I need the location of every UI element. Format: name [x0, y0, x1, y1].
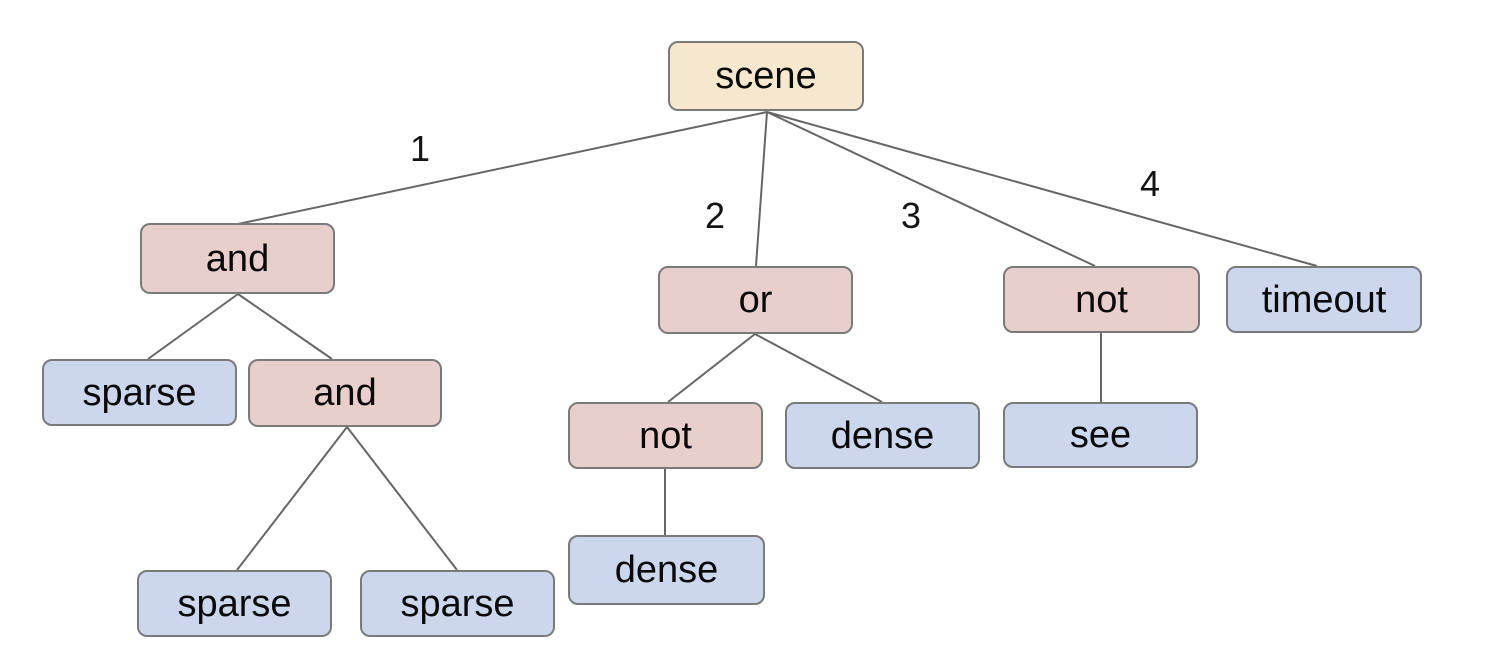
node-sparse-2-label: sparse — [177, 582, 292, 625]
node-see-label: see — [1069, 414, 1132, 456]
node-dense-1: dense — [785, 402, 980, 469]
edge-label-2: 2 — [705, 195, 725, 236]
node-and-1: and — [140, 223, 335, 294]
node-scene-label: scene — [715, 55, 817, 97]
node-sparse-1: sparse — [42, 359, 237, 426]
node-sparse-2: sparse — [137, 570, 332, 637]
edge-scene-and — [237, 111, 768, 225]
node-sparse-3-label: sparse — [400, 582, 515, 625]
edge-label-4: 4 — [1140, 163, 1160, 204]
node-not-1: not — [1003, 266, 1200, 333]
node-not-1-label: not — [1075, 278, 1128, 321]
node-and-2-label: and — [313, 372, 377, 414]
node-or-1: or — [658, 266, 853, 334]
edge-and2-sparse3 — [346, 426, 458, 571]
edge-and-and — [237, 293, 333, 360]
node-and-1-label: and — [205, 237, 270, 280]
node-not-2-label: not — [639, 414, 692, 457]
edge-scene-timeout — [766, 111, 1318, 267]
node-or-1-label: or — [738, 279, 773, 321]
node-dense-1-label: dense — [830, 414, 935, 457]
edge-or-dense — [754, 333, 883, 403]
edge-scene-not — [766, 111, 1096, 267]
node-dense-2-label: dense — [614, 549, 719, 591]
edge-and2-sparse2 — [236, 426, 348, 571]
edge-or-not2 — [667, 333, 756, 403]
node-not-2: not — [568, 402, 763, 469]
node-dense-2: dense — [568, 535, 765, 605]
node-scene: scene — [668, 41, 864, 111]
node-see: see — [1003, 402, 1198, 468]
edge-scene-or — [755, 111, 768, 267]
node-sparse-1-label: sparse — [82, 371, 197, 414]
edge-label-1: 1 — [410, 128, 430, 169]
node-and-2: and — [248, 359, 442, 427]
node-timeout: timeout — [1226, 266, 1422, 333]
node-sparse-3: sparse — [360, 570, 555, 637]
edge-and-sparse — [147, 293, 239, 360]
node-timeout-label: timeout — [1261, 278, 1387, 321]
edge-label-3: 3 — [901, 195, 921, 236]
